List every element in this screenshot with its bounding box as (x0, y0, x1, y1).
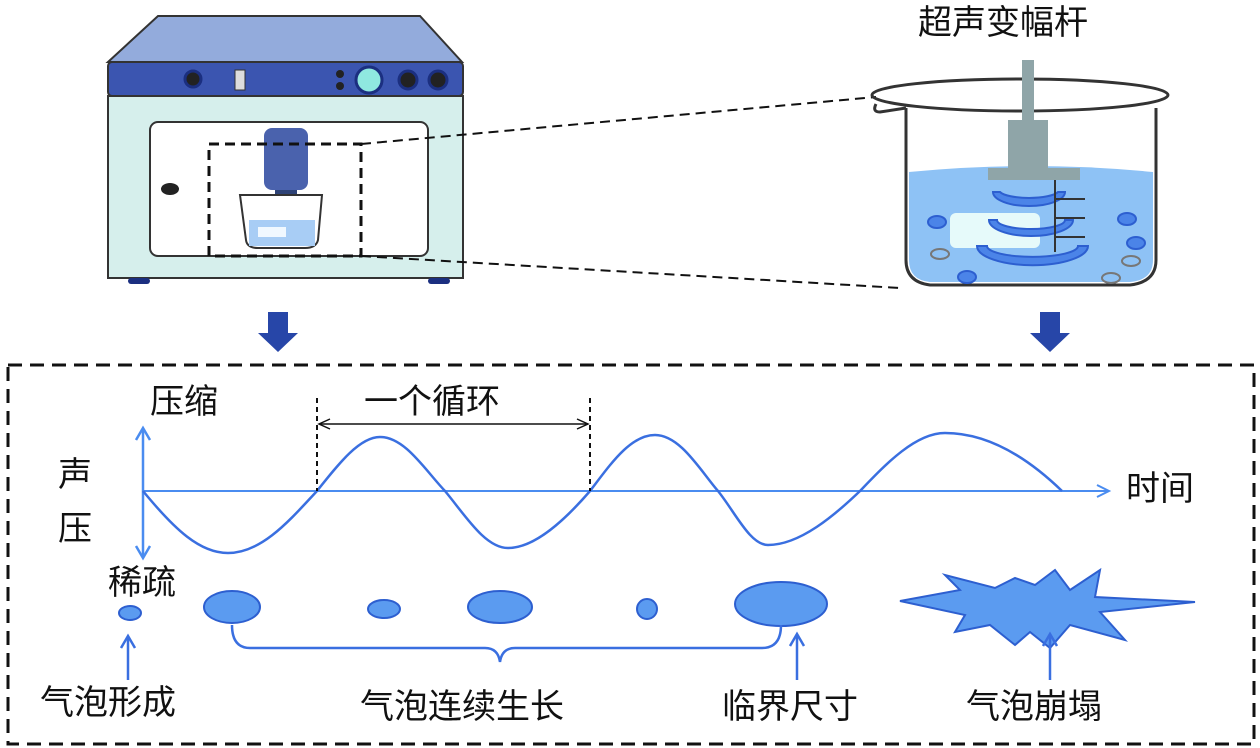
up-arrow-icon (1041, 631, 1059, 680)
zoom-line-top (360, 96, 877, 145)
bubble (734, 581, 828, 627)
beaker-illustration (870, 60, 1170, 287)
pressure-label-2: 压 (58, 509, 92, 549)
cycle-label: 一个循环 (364, 382, 500, 422)
sound-pressure-wave (142, 431, 1063, 555)
pressure-axis (134, 425, 152, 561)
bubble (367, 599, 401, 619)
pressure-label-1: 声 (58, 455, 92, 495)
formation-label: 气泡形成 (40, 683, 176, 723)
down-arrow-icon (258, 312, 298, 352)
bubble (467, 590, 533, 624)
growth-brace (230, 624, 783, 663)
time-axis (143, 484, 1112, 498)
up-arrow-icon (119, 633, 137, 680)
bubble-collapse-burst (899, 567, 1196, 650)
collapse-label: 气泡崩塌 (966, 687, 1102, 727)
zoom-line-bottom (360, 255, 901, 289)
down-arrow-icon (1030, 312, 1070, 352)
graph-frame (6, 363, 1256, 746)
compression-label: 压缩 (150, 382, 218, 422)
bubble (636, 598, 658, 620)
critical-size-label: 临界尺寸 (722, 687, 858, 727)
up-arrow-icon (788, 631, 806, 680)
time-label: 时间 (1126, 469, 1194, 509)
rarefaction-label: 稀疏 (108, 563, 176, 603)
ultrasonic-device-illustration (105, 15, 465, 284)
bubble (118, 605, 142, 621)
cycle-marker (316, 398, 591, 491)
growth-label: 气泡连续生长 (360, 687, 564, 727)
horn-label: 超声变幅杆 (918, 3, 1088, 43)
bubble (203, 590, 261, 624)
